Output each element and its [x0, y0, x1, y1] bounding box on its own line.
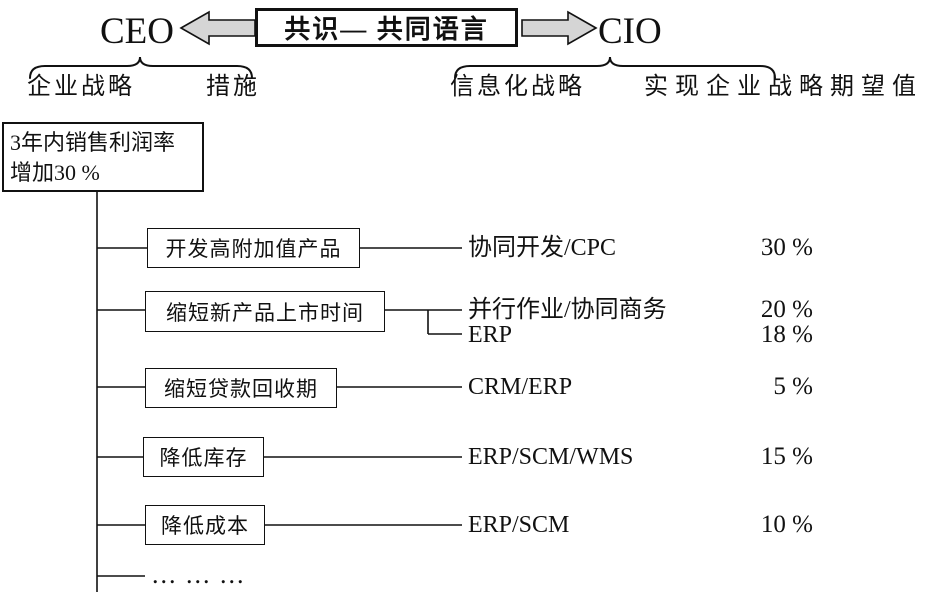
it-label-cpc: 协同开发/CPC — [468, 235, 617, 261]
cio-brace — [454, 56, 776, 79]
measure-box-shorten-payback-period: 缩短贷款回收期 — [145, 368, 337, 408]
ceo-column-measures: 措施 — [206, 74, 260, 100]
goal-line1: 3年内销售利润率 — [10, 130, 176, 155]
value-crm-erp: 5 % — [773, 373, 813, 400]
it-label-concurrent-collab: 并行作业/协同商务 — [468, 297, 667, 323]
cio-label: CIO — [598, 11, 662, 52]
goal-line2: 增加30 % — [10, 160, 100, 185]
value-erp-scm: 10 % — [760, 511, 813, 538]
value-cpc: 30 % — [760, 234, 813, 261]
value-erp: 18 % — [760, 321, 813, 348]
value-concurrent-collab: 20 % — [760, 296, 813, 323]
measure-box-shorten-time-to-market: 缩短新产品上市时间 — [145, 291, 385, 332]
consensus-box: 共识— 共同语言 — [255, 8, 518, 47]
it-label-erp-scm-wms: ERP/SCM/WMS — [468, 444, 634, 470]
arrow-left-icon — [179, 10, 256, 46]
measure-box-reduce-inventory: 降低库存 — [143, 437, 264, 477]
it-label-erp: ERP — [468, 322, 513, 348]
ellipsis-more-rows: ... ... ... — [152, 560, 246, 589]
ceo-label: CEO — [100, 11, 174, 52]
measure-box-develop-high-value-products: 开发高附加值产品 — [147, 228, 360, 268]
ceo-column-strategy: 企业战略 — [27, 74, 135, 100]
goal-box: 3年内销售利润率 增加30 % — [2, 122, 204, 192]
cio-column-expected-value: 实现企业战略期望值 — [644, 74, 923, 100]
ceo-brace — [29, 56, 253, 79]
it-label-erp-scm: ERP/SCM — [468, 512, 570, 538]
measure-box-reduce-cost: 降低成本 — [145, 505, 265, 545]
it-label-crm-erp: CRM/ERP — [468, 374, 573, 400]
value-erp-scm-wms: 15 % — [760, 443, 813, 470]
cio-column-it-strategy: 信息化战略 — [450, 74, 585, 100]
arrow-right-icon — [521, 10, 598, 46]
connector-lines — [96, 191, 462, 592]
